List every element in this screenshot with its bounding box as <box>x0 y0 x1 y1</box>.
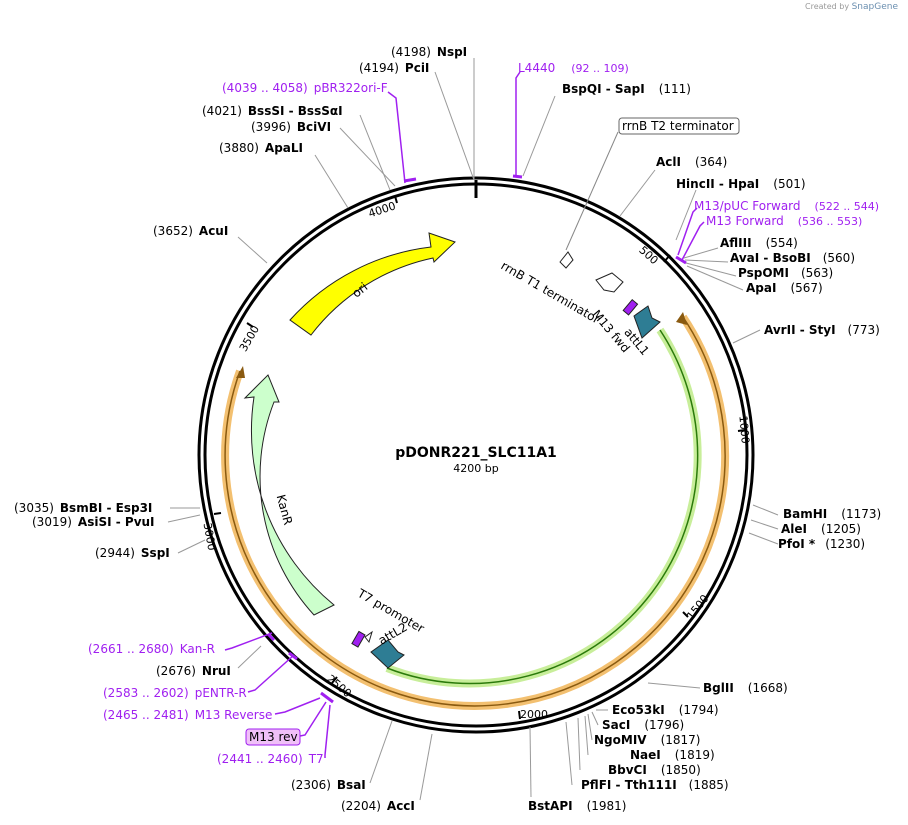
enzyme-acli: AclI(364) <box>656 155 727 169</box>
backbone-outer <box>197 176 755 734</box>
enzyme-hincii: HincII - HpaI(501) <box>676 177 806 191</box>
enzyme-bcivi: (3996)BciVI <box>251 120 331 134</box>
enzyme-ngomiv: NgoMIV(1817) <box>594 733 700 747</box>
enzyme-pspomi: PspOMI(563) <box>738 266 833 280</box>
snapgene-credit: Created by SnapGene <box>805 2 898 12</box>
feature-attl1 <box>633 305 661 339</box>
feature-kanr <box>243 374 335 616</box>
enzyme-naei: NaeI(1819) <box>630 748 715 762</box>
primer-labels: (4039 .. 4058)pBR322ori-F L4440(92 .. 10… <box>88 61 879 766</box>
m13-rev-box <box>245 728 301 746</box>
enzyme-saci: SacI(1796) <box>602 718 684 732</box>
primer-marks <box>224 71 705 758</box>
feature-label-rrnb-t2: rrnB T2 terminator <box>622 119 734 133</box>
feature-rrnb-t2 <box>559 251 574 269</box>
tick-label-3500: 3500 <box>237 323 262 354</box>
enzyme-eco53ki: Eco53kI(1794) <box>612 703 719 717</box>
feature-label-rrnb-t1: rrnB T1 terminator <box>499 258 603 326</box>
primer-kan-r: (2661 .. 2680)Kan-R <box>88 642 215 656</box>
enzyme-avrii: AvrII - StyI(773) <box>764 323 880 337</box>
feature-ori <box>289 232 456 336</box>
enzyme-sspi: (2944)SspI <box>95 546 170 560</box>
feature-t7-promoter <box>351 630 366 648</box>
plasmid-name: pDONR221_SLC11A1 <box>395 445 557 461</box>
enzyme-alei: AleI(1205) <box>781 522 861 536</box>
enzyme-nspi: (4198)NspI <box>391 45 467 59</box>
primer-pentr-r: (2583 .. 2602)pENTR-R <box>103 686 247 700</box>
orf-outer-arc-core <box>224 316 726 707</box>
snapgene-logo: SnapGene <box>851 2 898 12</box>
primer-l4440: L4440(92 .. 109) <box>518 61 629 75</box>
primer-m13-puc-forward: M13/pUC Forward(522 .. 544) <box>694 199 879 213</box>
feature-label-kanr: KanR <box>274 493 296 527</box>
tick-label-1000: 1000 <box>736 415 751 444</box>
tick-marks <box>213 195 746 720</box>
enzyme-apali: (3880)ApaLI <box>219 141 303 155</box>
tick-label-4000: 4000 <box>367 199 398 220</box>
rrnb-t2-box <box>618 117 740 135</box>
enzyme-nrui: (2676)NruI <box>156 664 231 678</box>
t7-promoter-arrow <box>364 630 373 644</box>
enzyme-apai: ApaI(567) <box>746 281 823 295</box>
enzyme-bspqi: BspQI - SapI(111) <box>562 82 691 96</box>
plasmid-size: 4200 bp <box>453 462 498 475</box>
enzyme-pcii: (4194)PciI <box>359 61 429 75</box>
enzyme-afliii: AflIII(554) <box>720 236 798 250</box>
enzyme-bglii: BglII(1668) <box>703 681 788 695</box>
tick-label-3000: 3000 <box>201 522 219 552</box>
enzyme-bsai: (2306)BsaI <box>291 778 366 792</box>
feature-rrnb-t1 <box>595 272 624 293</box>
primer-pbr322ori-f: (4039 .. 4058)pBR322ori-F <box>222 81 388 95</box>
enzyme-acui: (3652)AcuI <box>153 224 228 238</box>
tick-label-2000: 2000 <box>520 708 548 721</box>
enzyme-pfoi: PfoI *(1230) <box>778 537 865 551</box>
enzyme-bsssi: (4021)BssSI - BssSαI <box>202 104 343 118</box>
enzyme-leaders <box>167 58 779 801</box>
orf-outer-arc <box>221 314 730 710</box>
enzyme-bamhi: BamHI(1173) <box>783 507 881 521</box>
enzyme-avai: AvaI - BsoBI(560) <box>730 251 855 265</box>
primer-t7: (2441 .. 2460)T7 <box>217 752 324 766</box>
enzyme-acci: (2204)AccI <box>341 799 415 813</box>
feature-attl2 <box>370 639 405 669</box>
primer-m13-reverse: (2465 .. 2481)M13 Reverse <box>103 708 272 722</box>
primer-m13-forward: M13 Forward(536 .. 553) <box>706 214 862 228</box>
enzyme-labels: (4198)NspI (4194)PciI BspQI - SapI(111) … <box>14 45 881 813</box>
enzyme-bsmbi: (3035)BsmBI - Esp3I <box>14 501 152 515</box>
orf-inner-arc-core <box>386 329 699 685</box>
m13-rev-label: M13 rev <box>249 730 298 744</box>
feature-m13-fwd <box>622 299 639 316</box>
enzyme-asisi: (3019)AsiSI - PvuI <box>32 515 155 529</box>
enzyme-bstapi: BstAPI(1981) <box>528 799 626 813</box>
enzyme-bbvci: BbvCI(1850) <box>608 763 701 777</box>
enzyme-pflfi: PflFI - Tth111I(1885) <box>581 778 729 792</box>
orf-arrow-head-2 <box>236 366 245 378</box>
orf-arrow-head-1 <box>676 312 687 325</box>
rrnb-t2-leader <box>565 131 619 251</box>
